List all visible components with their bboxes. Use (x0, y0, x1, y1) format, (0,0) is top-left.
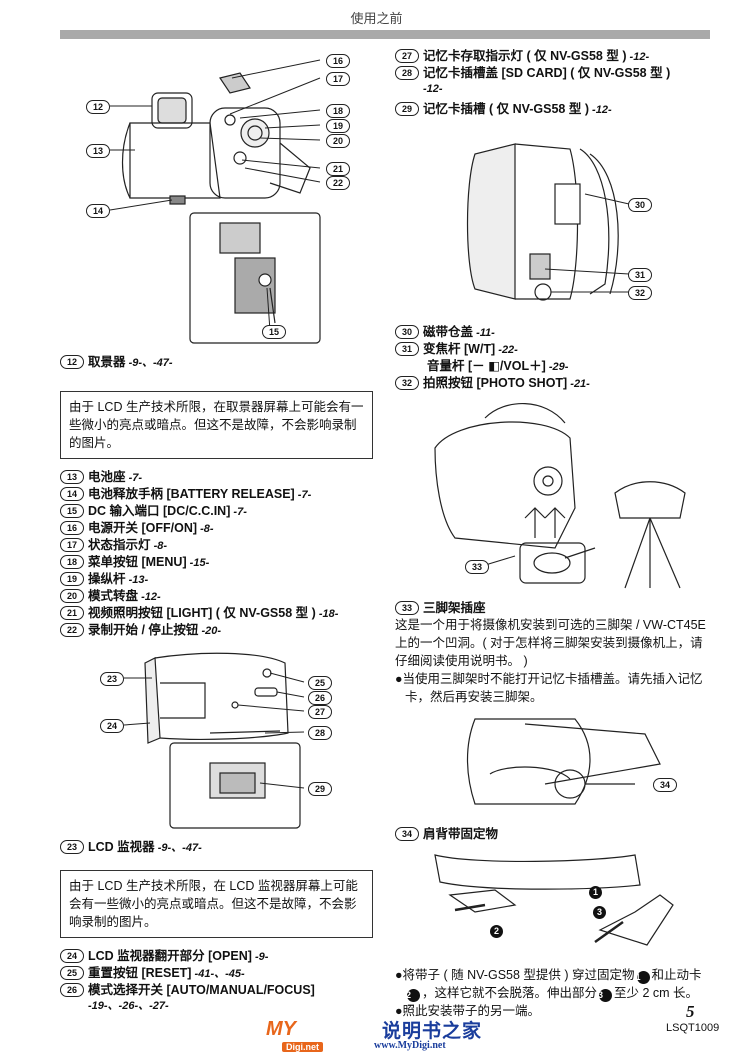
callout-12: 12 (86, 100, 110, 114)
callout-25: 25 (308, 676, 332, 690)
camera-back-figure: 30 31 32 (395, 124, 713, 320)
callout-18: 18 (326, 104, 350, 118)
camera-top-drawing (109, 59, 321, 344)
callout-14: 14 (86, 204, 110, 218)
strap-holder-figure: 34 (395, 714, 713, 814)
callout-17: 17 (326, 72, 350, 86)
mydigi-tag: Digi.net (282, 1042, 323, 1052)
callout-19: 19 (326, 119, 350, 133)
marker-1: 1 (589, 886, 602, 899)
marker-3: 3 (593, 906, 606, 919)
page-number: 5 (686, 1002, 695, 1021)
callout-31: 31 (628, 268, 652, 282)
callout-24: 24 (100, 719, 124, 733)
strap-holder-drawing (466, 718, 661, 805)
note-lcd: 由于 LCD 生产技术所限，在 LCD 监视器屏幕上可能会有一些微小的亮点或暗点… (60, 870, 373, 938)
callout-33: 33 (465, 560, 489, 574)
list-item: 音量杆 [－ ◧/VOL＋] -29- (427, 359, 569, 373)
tripod-drawing (434, 402, 686, 589)
marker-2: 2 (490, 925, 503, 938)
note-viewfinder: 由于 LCD 生产技术所限，在取景器屏幕上可能会有一些微小的亮点或暗点。但这不是… (60, 391, 373, 459)
strap-bullet-2: ●照此安装带子的另一端。 (395, 1004, 541, 1018)
site-name: 说明书之家 (382, 1020, 483, 1042)
mydigi-logo: MY (266, 1018, 296, 1040)
header-bar (60, 30, 710, 39)
camera-top-figure: 12 13 14 15 16 17 18 19 20 21 22 (60, 48, 373, 348)
tripod-bullet: ●当使用三脚架时不能打开记忆卡插槽盖。请先插入记忆卡，然后再安装三脚架。 (395, 672, 703, 704)
site-url: www.MyDigi.net (374, 1040, 446, 1051)
callout-23: 23 (100, 672, 124, 686)
camera-back-drawing (466, 143, 630, 301)
strap-threading-drawing (434, 854, 674, 946)
callout-22: 22 (326, 176, 350, 190)
callout-20: 20 (326, 134, 350, 148)
callout-13: 13 (86, 144, 110, 158)
callout-15: 15 (262, 325, 286, 339)
document-code: LSQT1009 (666, 1022, 720, 1034)
camera-side-drawing (123, 652, 305, 829)
callout-28: 28 (308, 726, 332, 740)
footer-watermark: MY Digi.net 说明书之家 www.MyDigi.net (262, 1010, 492, 1056)
strap-threading-figure: 1 2 3 (395, 850, 713, 962)
callout-30: 30 (628, 198, 652, 212)
callout-34: 34 (653, 778, 677, 792)
page-header: 使用之前 (350, 12, 403, 27)
callout-32: 32 (628, 286, 652, 300)
callout-16: 16 (326, 54, 350, 68)
callout-27: 27 (308, 705, 332, 719)
tripod-description: 这是一个用于将摄像机安装到可选的三脚架 / VW-CT45E 上的一个凹洞。( … (395, 618, 706, 668)
callout-26: 26 (308, 691, 332, 705)
callout-29: 29 (308, 782, 332, 796)
callout-21: 21 (326, 162, 350, 176)
camera-side-figure: 23 24 25 26 27 28 29 (60, 643, 373, 833)
tripod-figure: 33 (395, 398, 713, 594)
